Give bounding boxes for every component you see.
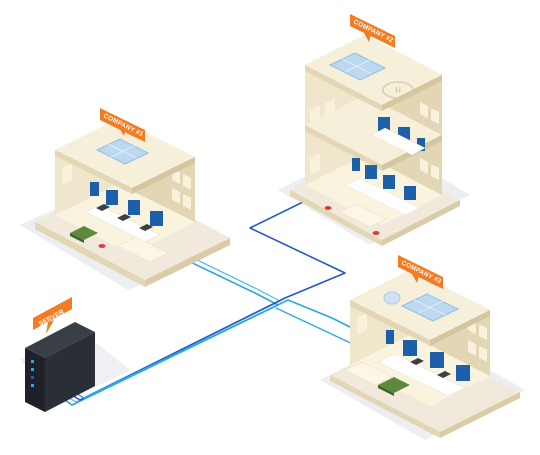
helipad-icon xyxy=(382,81,414,99)
server-unit xyxy=(25,322,95,412)
workstations-company2-upper xyxy=(371,117,426,156)
building-company1 xyxy=(35,119,230,287)
svg-text:H: H xyxy=(395,86,401,95)
router-icon xyxy=(324,206,332,210)
workstations-company2-lower xyxy=(344,158,421,216)
router-icon xyxy=(372,231,380,235)
workstations-company3 xyxy=(377,330,470,397)
workstations-company1 xyxy=(84,182,163,243)
router-icon xyxy=(98,244,106,248)
building-company2: H xyxy=(290,35,460,246)
building-company3 xyxy=(330,270,520,438)
dish-icon xyxy=(383,291,401,305)
